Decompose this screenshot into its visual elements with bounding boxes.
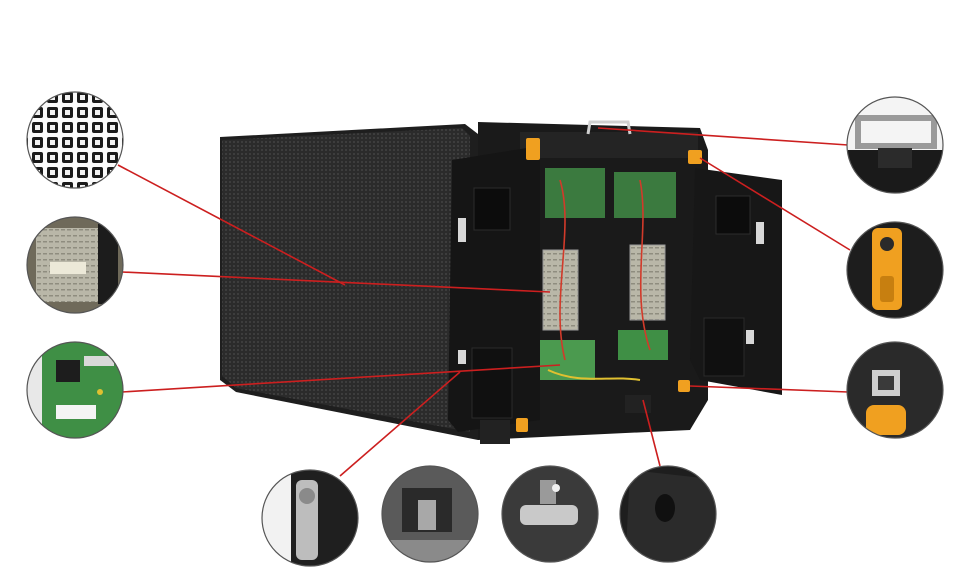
- callout-lines: [117, 127, 851, 477]
- carry-handle-detail: [846, 96, 944, 194]
- side-lock-detail: [381, 465, 479, 563]
- receiving-card-detail: [26, 341, 124, 439]
- internal-electronics: [540, 168, 676, 381]
- power-supply-detail: [26, 216, 124, 314]
- foot-slot-detail: [619, 465, 717, 563]
- signal-connector-detail: [846, 341, 944, 439]
- quick-lock-detail: [261, 469, 359, 567]
- locating-pin-detail: [501, 465, 599, 563]
- power-connector-detail: [846, 221, 944, 319]
- orange-connectors: [516, 138, 702, 432]
- led-module-detail: [26, 91, 124, 189]
- right-service-door: [690, 168, 782, 395]
